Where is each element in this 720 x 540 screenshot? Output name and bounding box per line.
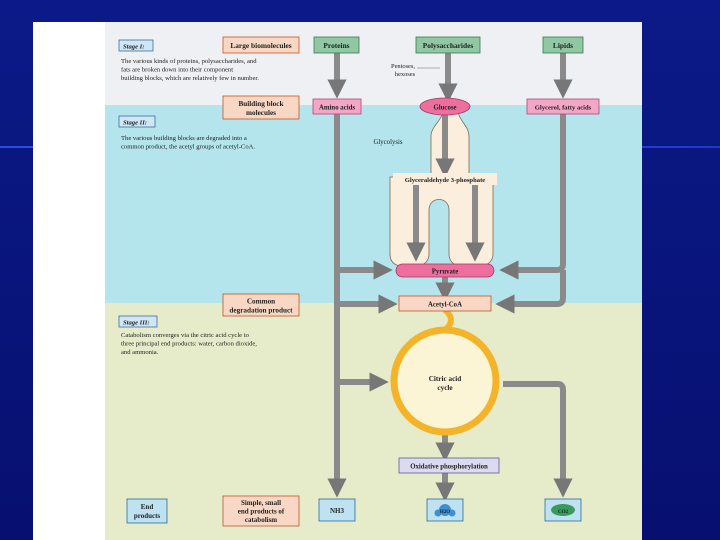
glycerol-node: Glycerol, fatty acids <box>526 98 600 115</box>
svg-text:degradation product: degradation product <box>229 307 293 315</box>
svg-text:Large biomolecules: Large biomolecules <box>230 41 291 50</box>
svg-text:Common: Common <box>247 298 275 306</box>
svg-text:Polysaccharides: Polysaccharides <box>423 41 474 50</box>
svg-text:Lipids: Lipids <box>553 41 573 50</box>
stage-2-desc-1: The various building blocks are degraded… <box>121 135 247 142</box>
acetyl-coa-node: Acetyl-CoA <box>398 295 492 312</box>
amino-acids-node: Amino acids <box>312 98 362 115</box>
polysaccharides-node: Polysaccharides <box>415 36 481 54</box>
svg-text:Amino acids: Amino acids <box>319 105 355 112</box>
stage-1-title: Stage I: <box>123 44 144 51</box>
simple-products-label: Simple, small end products of catabolism <box>222 495 300 527</box>
stage-2-text: Stage II: The various building blocks ar… <box>118 115 255 151</box>
stage-1-desc-1: The various kinds of proteins, polysacch… <box>121 58 257 65</box>
pyruvate-node: Pyruvate <box>395 263 495 278</box>
stage-3-desc-1: Catabolism converges via the citric acid… <box>121 332 250 339</box>
svg-text:Oxidative phosphorylation: Oxidative phosphorylation <box>410 464 488 471</box>
svg-text:catabolism: catabolism <box>245 516 277 524</box>
glycolysis-label: Glycolysis <box>373 139 402 146</box>
stage-2-desc-2: common product, the acetyl groups of ace… <box>121 144 255 151</box>
pentoses-label-2: hexoses <box>395 71 416 78</box>
svg-text:molecules: molecules <box>246 109 276 117</box>
g3p-node: Glyceraldehyde 3-phosphate <box>393 173 497 185</box>
stage-3-text: Stage III: Catabolism converges via the … <box>118 315 257 356</box>
nh3-node: NH3 <box>318 498 356 522</box>
pentoses-label-1: Pentoses, <box>391 63 415 70</box>
svg-text:Simple, small: Simple, small <box>241 499 281 507</box>
co2-node: CO2 <box>544 498 582 522</box>
svg-text:Glyceraldehyde 3-phosphate: Glyceraldehyde 3-phosphate <box>405 177 485 184</box>
stage-3-desc-2: three principal end products: water, car… <box>121 341 257 348</box>
large-biomolecules-label: Large biomolecules <box>222 36 300 54</box>
stage-1-desc-3: building blocks, which are relatively fe… <box>121 75 259 82</box>
svg-text:End: End <box>141 503 154 511</box>
svg-text:end products of: end products of <box>238 508 285 516</box>
glucose-node: Glucose <box>419 97 471 116</box>
svg-text:Pyruvate: Pyruvate <box>432 269 458 276</box>
svg-text:Proteins: Proteins <box>323 41 349 50</box>
oxphos-node: Oxidative phosphorylation <box>398 457 500 474</box>
end-products-label: End products <box>126 498 168 524</box>
stage-3-desc-3: and ammonia. <box>121 349 159 356</box>
common-product-label: Common degradation product <box>222 293 300 317</box>
citric-acid-label-1: Citric acid <box>429 375 462 383</box>
svg-text:NH3: NH3 <box>330 507 345 515</box>
flow-arrows <box>327 53 573 502</box>
svg-text:Glycerol, fatty acids: Glycerol, fatty acids <box>535 105 592 112</box>
svg-text:Acetyl-CoA: Acetyl-CoA <box>428 302 462 309</box>
h2o-node: H2O <box>426 498 464 522</box>
lipids-node: Lipids <box>542 36 584 54</box>
stage-2-title: Stage II: <box>123 120 147 127</box>
svg-text:CO2: CO2 <box>558 510 569 515</box>
svg-text:Glucose: Glucose <box>433 105 456 112</box>
svg-text:H2O: H2O <box>440 510 450 515</box>
svg-text:Building block: Building block <box>239 100 284 108</box>
building-block-label: Building block molecules <box>222 95 300 120</box>
proteins-node: Proteins <box>313 36 360 54</box>
citric-acid-label-2: cycle <box>437 384 452 392</box>
stage-3-title: Stage III: <box>123 320 150 327</box>
diagram-slide: Stage I: The various kinds of proteins, … <box>33 22 642 540</box>
stage-1-band <box>105 22 642 105</box>
svg-text:products: products <box>134 512 161 520</box>
citric-acid-cycle: Citric acid cycle <box>390 307 500 436</box>
stage-1-text: Stage I: The various kinds of proteins, … <box>118 39 259 82</box>
catabolism-diagram: Stage I: The various kinds of proteins, … <box>105 22 642 540</box>
stage-1-desc-2: fats are broken down into their componen… <box>121 67 233 74</box>
